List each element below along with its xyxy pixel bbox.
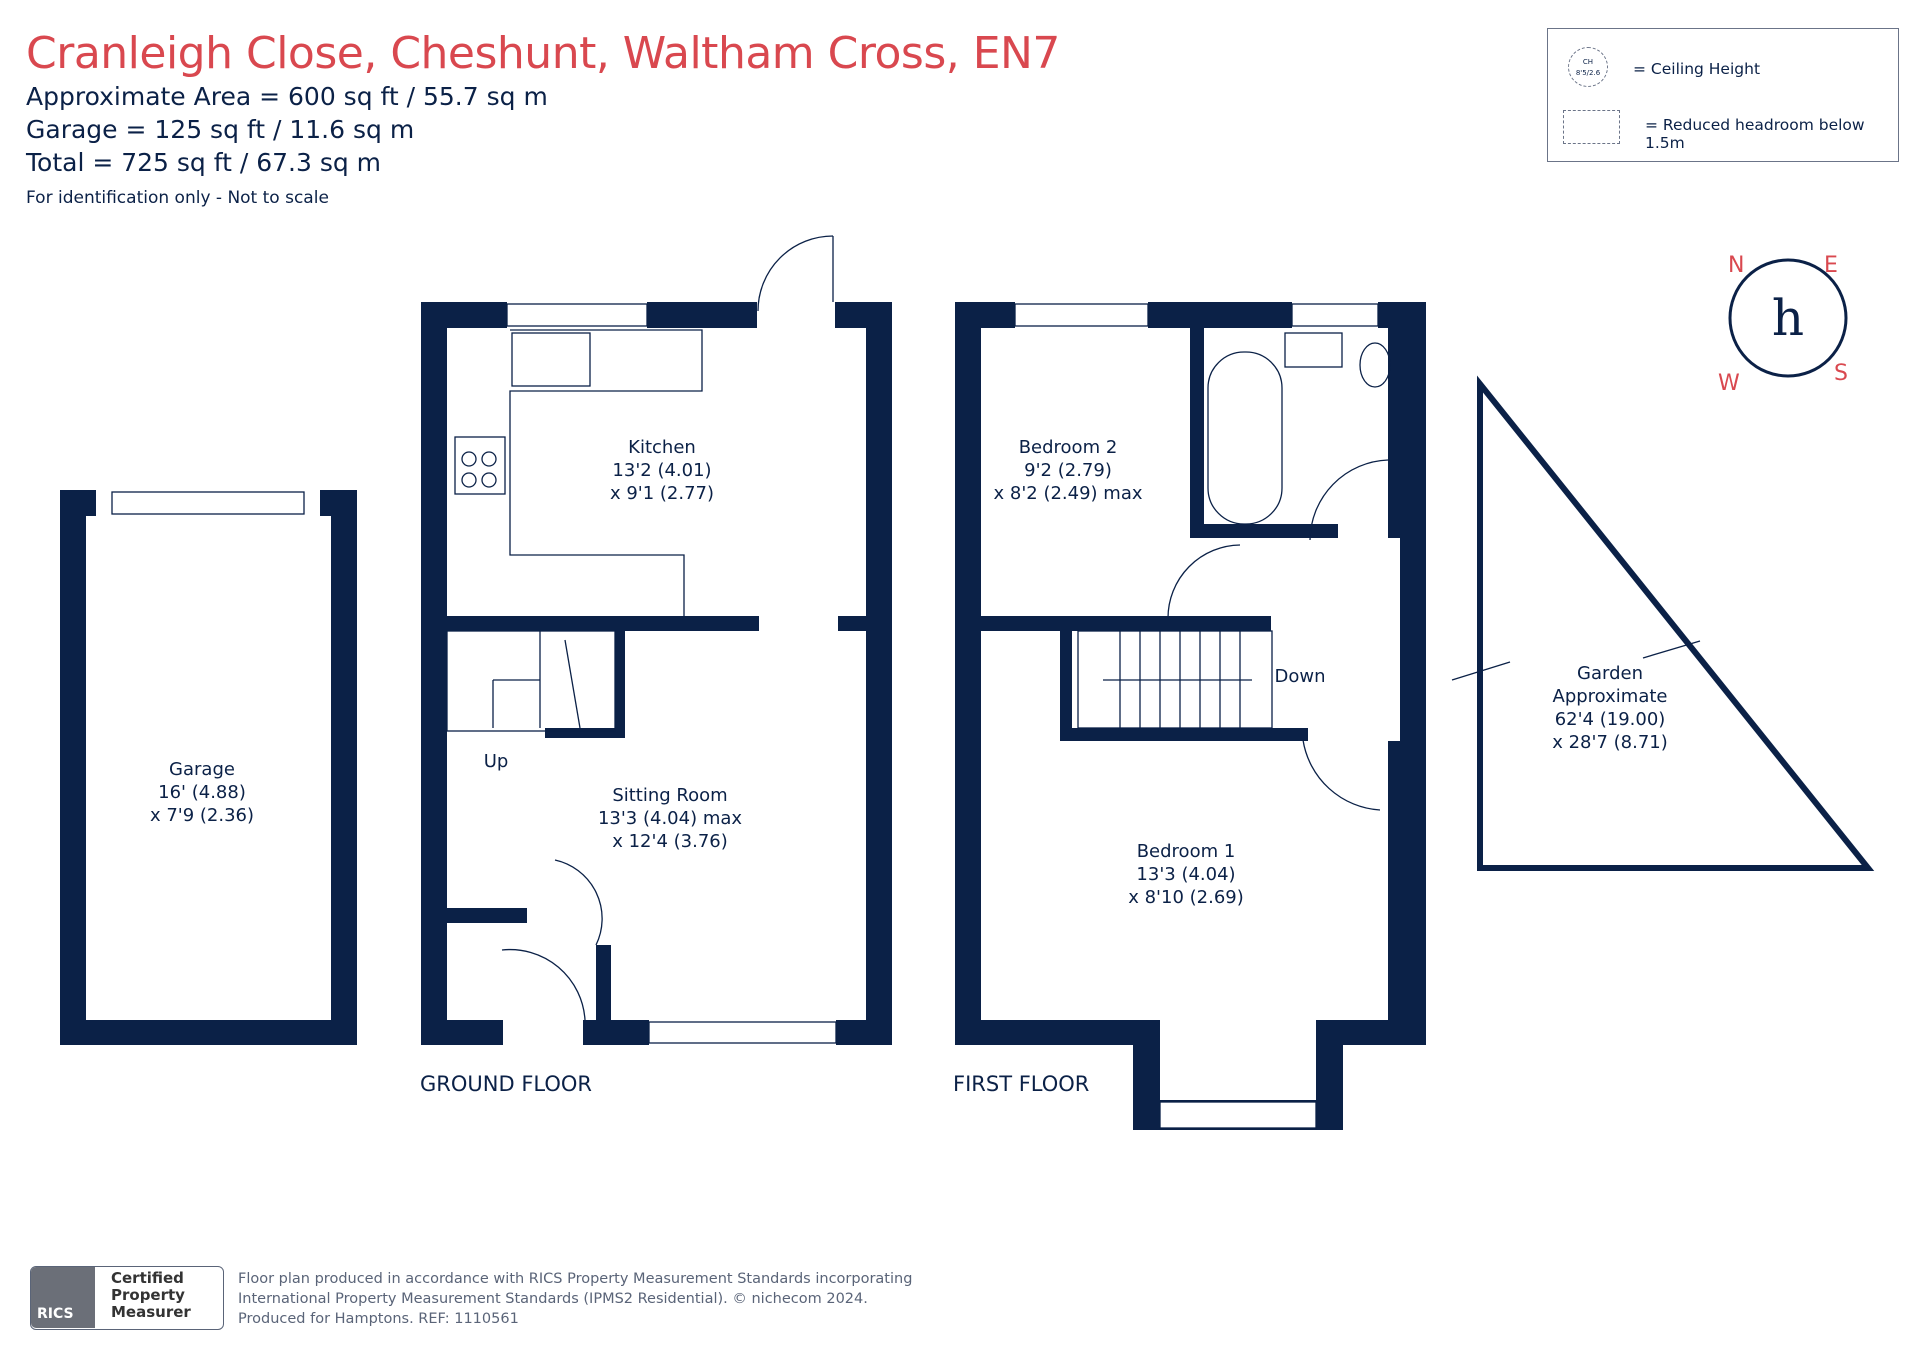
reduced-headroom-icon <box>1563 110 1620 144</box>
compass-west: W <box>1718 371 1740 396</box>
stairs-down-label: Down <box>1274 666 1326 687</box>
rics-logo-icon: RICS <box>31 1267 95 1328</box>
compass-east: E <box>1824 253 1838 278</box>
compass-icon: h N E S W <box>1718 253 1848 396</box>
disclaimer: For identification only - Not to scale <box>26 188 329 208</box>
compass-mark: h <box>1772 289 1804 347</box>
ceiling-height-label: = Ceiling Height <box>1633 60 1761 78</box>
fixtures <box>111 235 1875 1129</box>
garage-area: Garage = 125 sq ft / 11.6 sq m <box>26 115 415 144</box>
total-area: Total = 725 sq ft / 67.3 sq m <box>26 148 382 177</box>
compass-north: N <box>1728 253 1744 278</box>
footer-text: Floor plan produced in accordance with R… <box>238 1271 913 1327</box>
property-title: Cranleigh Close, Cheshunt, Waltham Cross… <box>26 28 1060 79</box>
stairs-up-label: Up <box>483 751 509 772</box>
first-floor-label: FIRST FLOOR <box>953 1072 1090 1096</box>
reduced-headroom-label: = Reduced headroom below 1.5m <box>1645 116 1865 152</box>
walls <box>60 302 1426 1130</box>
approximate-area: Approximate Area = 600 sq ft / 55.7 sq m <box>26 82 548 111</box>
ground-floor-label: GROUND FLOOR <box>420 1072 592 1096</box>
compass-south: S <box>1834 361 1848 386</box>
